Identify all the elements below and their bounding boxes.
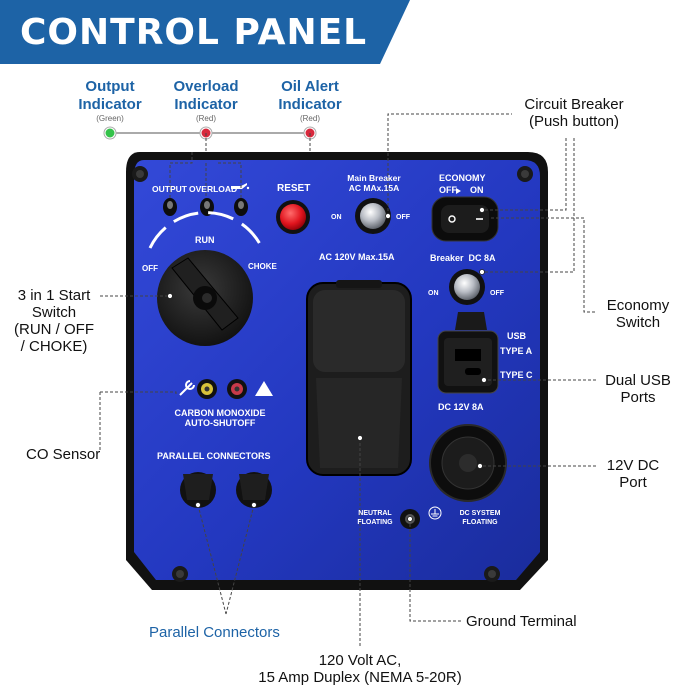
economy-on-label: ON [470, 185, 484, 195]
oil-can-icon [231, 183, 250, 190]
warning-icon [255, 381, 273, 396]
parallel-connector-left[interactable] [180, 472, 216, 508]
parallel-connectors-panel-label: PARALLEL CONNECTORS [157, 451, 271, 461]
output-indicator-label: Output Indicator (Green) [78, 78, 142, 123]
oil-alert-indicator-label: Oil Alert Indicator (Red) [278, 78, 342, 123]
reset-label: RESET [277, 183, 311, 194]
overload-indicator-label: Overload Indicator (Red) [173, 78, 239, 123]
dc-breaker-button[interactable] [449, 269, 485, 305]
start-switch-choke-label: CHOKE [248, 262, 277, 271]
economy-label: ECONOMY [439, 173, 486, 183]
start-switch-knob[interactable] [157, 250, 253, 346]
usb-label: USB [507, 331, 527, 341]
reset-button[interactable] [276, 200, 310, 234]
ac-outlet-cover[interactable] [306, 280, 412, 476]
title-banner [0, 0, 410, 64]
co-sensor-indicator-yellow [197, 379, 217, 399]
ground-terminal-callout: Ground Terminal [466, 613, 577, 630]
main-breaker-off-label: OFF [396, 214, 410, 221]
usb-type-a-label: TYPE A [500, 346, 533, 356]
main-breaker-button[interactable] [355, 198, 391, 234]
dc-system-floating-label: DC SYSTEM FLOATING [459, 510, 501, 526]
main-breaker-label: Main Breaker AC MAx.15A [347, 173, 401, 193]
economy-switch[interactable] [431, 196, 499, 242]
output-lamp [163, 198, 177, 216]
start-switch-off-label: OFF [142, 264, 158, 273]
ground-icon [428, 506, 442, 520]
output-lamp-label: OUTPUT [152, 184, 187, 194]
oil-alert-lamp [234, 198, 248, 216]
start-switch-run-label: RUN [195, 235, 215, 245]
ac-outlet-callout: 120 Volt AC, 15 Amp Duplex (NEMA 5-20R) [258, 652, 462, 686]
main-breaker-on-label: ON [331, 214, 342, 221]
co-sensor-indicator-red [227, 379, 247, 399]
overload-lamp-label: OVERLOAD [189, 184, 238, 194]
economy-off-label: OFF [439, 185, 457, 195]
screw-icon [132, 166, 148, 182]
wrench-icon [179, 380, 195, 396]
dc-port-callout: 12V DC Port [606, 457, 660, 491]
dc-breaker-on-label: ON [428, 290, 439, 297]
dc-rating-label: DC 12V 8A [438, 402, 484, 412]
usb-type-c-label: TYPE C [500, 370, 533, 380]
screw-icon [517, 166, 533, 182]
dc-port[interactable] [429, 424, 507, 502]
economy-switch-callout: Economy Switch [606, 297, 670, 331]
start-switch-callout: 3 in 1 Start Switch (RUN / OFF / CHOKE) [14, 287, 94, 355]
screw-icon [484, 566, 500, 582]
parallel-connector-right[interactable] [236, 472, 272, 508]
neutral-floating-label: NEUTRAL FLOATING [357, 510, 393, 526]
co-shutoff-label: CARBON MONOXIDE AUTO-SHUTOFF [174, 408, 266, 428]
usb-ports-callout: Dual USB Ports [605, 372, 671, 406]
dc-breaker-label: Breaker DC 8A [430, 253, 496, 263]
page-title: CONTROL PANEL [20, 12, 368, 53]
co-sensor-callout: CO Sensor [26, 446, 101, 463]
output-indicator-dot [103, 126, 117, 140]
ac-rating-label: AC 120V Max.15A [319, 252, 395, 262]
circuit-breaker-callout: Circuit Breaker (Push button) [524, 96, 624, 130]
screw-icon [172, 566, 188, 582]
dc-breaker-off-label: OFF [490, 290, 504, 297]
parallel-connectors-callout: Parallel Connectors [149, 624, 280, 641]
